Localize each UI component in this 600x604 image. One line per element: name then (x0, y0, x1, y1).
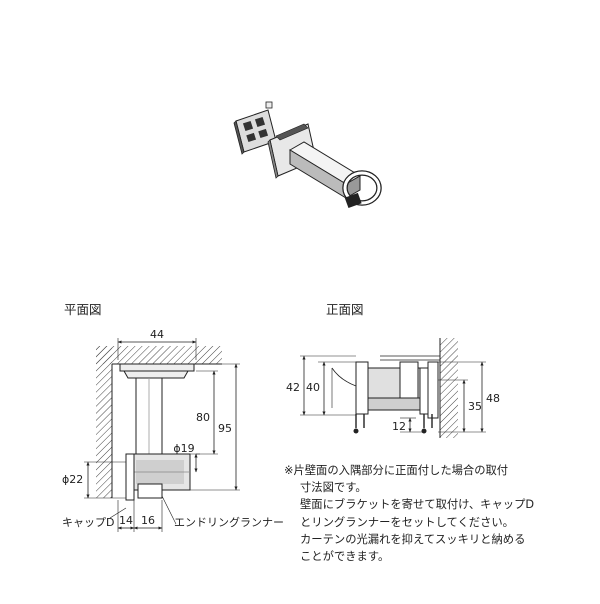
front-dim-left-outer: 42 (286, 381, 300, 394)
note-line-2: 寸法図です。 (300, 481, 367, 495)
plan-label-runner: エンドリングランナー (174, 515, 284, 529)
front-dim-right-outer: 48 (486, 392, 500, 405)
front-wall (440, 338, 458, 438)
plan-dim-ring-dia: ϕ19 (173, 442, 194, 455)
plan-view-title: 平面図 (64, 302, 102, 317)
plan-dim-width: 44 (150, 328, 164, 341)
note-line-5: カーテンの光漏れを抑えてスッキリと納める (300, 532, 526, 546)
front-dim-bottom: 12 (392, 420, 406, 433)
plan-dim-runner: 16 (141, 514, 155, 527)
front-view-title: 正面図 (326, 302, 364, 317)
bracket-3d-illustration (233, 101, 382, 209)
note-line-6: ことができます。 (300, 550, 390, 564)
note-line-3: 壁面にブラケットを寄せて取付け、キャップD (300, 498, 535, 512)
plan-wall-top (96, 346, 222, 364)
front-dim-right-inner: 35 (468, 400, 482, 413)
plan-label-cap: キャップD (62, 516, 114, 529)
note-line-4: とリングランナーをセットしてください。 (300, 515, 514, 529)
front-view: 正面図 42 (286, 302, 500, 438)
plan-wall-left (96, 346, 112, 498)
plan-dim-cap-dia: ϕ22 (62, 473, 83, 486)
plan-dim-depth-outer: 95 (218, 422, 232, 435)
note-line-1: ※片壁面の入隅部分に正面付した場合の取付 (284, 464, 509, 477)
front-dim-left-inner: 40 (306, 381, 320, 394)
installation-note: ※片壁面の入隅部分に正面付した場合の取付 寸法図です。 壁面にブラケットを寄せて… (284, 462, 584, 565)
plan-dim-cap: 14 (119, 514, 133, 527)
plan-dim-depth-inner: 80 (196, 411, 210, 424)
plan-view: 平面図 44 (62, 302, 284, 532)
